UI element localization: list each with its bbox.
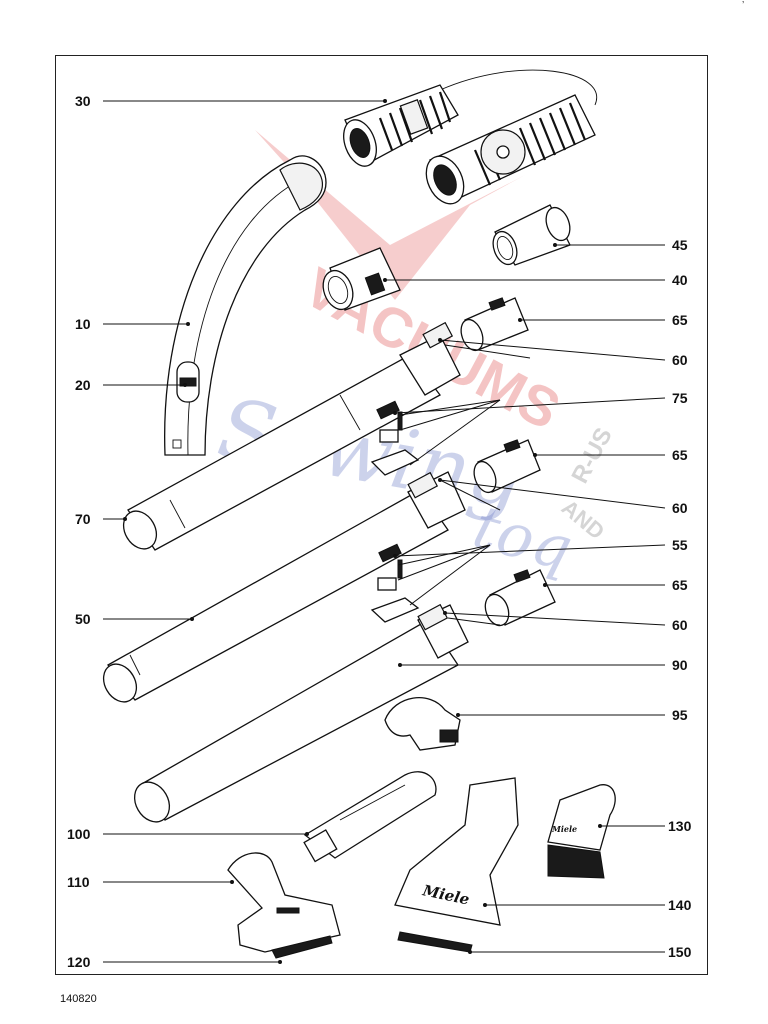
- callout-100: 100: [67, 826, 91, 842]
- callout-95: 95: [672, 707, 688, 723]
- button-part-20: [176, 361, 200, 403]
- callout-65c: 65: [672, 577, 688, 593]
- callout-20: 20: [75, 377, 91, 393]
- latch-part-75: [370, 400, 420, 476]
- dusting-brush-part-130: Miele: [547, 784, 616, 879]
- brand-logo-130: Miele: [551, 824, 577, 834]
- leader-lines: [103, 100, 666, 963]
- callout-120: 120: [67, 954, 91, 970]
- tube-part-50: [102, 471, 466, 703]
- callout-65b: 65: [672, 447, 688, 463]
- crevice-tool-part-100: [303, 771, 437, 863]
- callout-60a: 60: [672, 352, 688, 368]
- hose-line: [439, 69, 598, 106]
- watermark-line3: R-US: [566, 423, 617, 487]
- hose-cuff-right: [425, 94, 596, 205]
- callout-50: 50: [75, 611, 91, 627]
- callout-55: 55: [672, 537, 688, 553]
- callout-60b: 60: [672, 500, 688, 516]
- callout-90: 90: [672, 657, 688, 673]
- hose-cuff-left: [343, 84, 459, 167]
- watermark-v-mark: [255, 130, 525, 300]
- callout-60c: 60: [672, 617, 688, 633]
- tube-part-90: [133, 603, 469, 823]
- upholstery-nozzle-part-140: Miele: [394, 777, 519, 926]
- diagram-code: 140820: [60, 993, 97, 1005]
- brush-strip-part-120: [271, 935, 333, 959]
- callout-75: 75: [672, 390, 688, 406]
- callout-40: 40: [672, 272, 688, 288]
- callout-labels: 30 45 40 10 65 60 20 75 65 70 60 55 65 5…: [67, 93, 692, 970]
- latch-part-55: [370, 543, 420, 623]
- callout-140: 140: [668, 897, 692, 913]
- hose-part-30: [343, 69, 598, 205]
- callout-30: 30: [75, 93, 91, 109]
- corner-mark: ’: [742, 0, 745, 11]
- callout-45: 45: [672, 237, 688, 253]
- callout-10: 10: [75, 316, 91, 332]
- coupling-part-65b: [473, 439, 541, 494]
- callout-130: 130: [668, 818, 692, 834]
- callout-110: 110: [67, 874, 90, 890]
- tube-part-70: [122, 321, 461, 551]
- adapter-part-40: [322, 247, 401, 311]
- upholstery-tool-part-110: [227, 852, 341, 953]
- brush-strip-part-150: [397, 931, 473, 953]
- diagram-frame: [55, 55, 708, 975]
- callout-70: 70: [75, 511, 91, 527]
- handle-part-10: [164, 155, 327, 456]
- coupling-part-65c: [484, 569, 556, 627]
- leader-dots: [123, 99, 602, 964]
- callout-150: 150: [668, 944, 692, 960]
- coupling-part-45: [492, 204, 571, 266]
- clip-part-95: [384, 697, 461, 751]
- callout-65a: 65: [672, 312, 688, 328]
